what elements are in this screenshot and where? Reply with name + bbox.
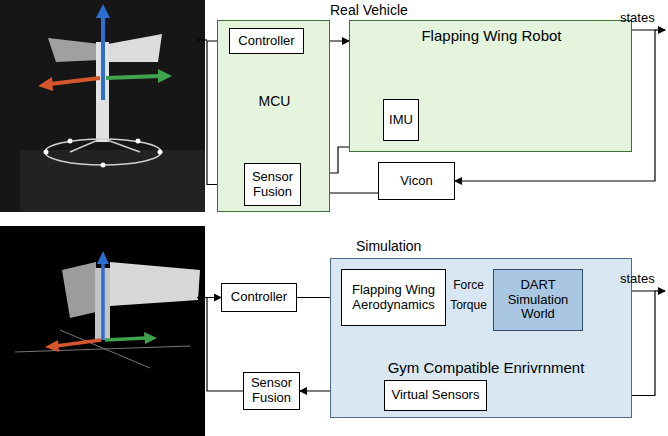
box-label: Flapping Wing Robot <box>350 27 633 44</box>
ground-line <box>15 346 190 352</box>
signal-label: Force <box>445 279 492 293</box>
wing <box>108 34 162 62</box>
axis-head <box>144 332 157 344</box>
sim-render <box>0 226 205 436</box>
signal-label: states <box>620 11 655 26</box>
wing <box>48 38 100 62</box>
mcu-board: MCU ControllerSensor Fusion <box>217 20 330 212</box>
box-label: DART Simulation World <box>494 278 582 323</box>
process-box: Sensor Fusion <box>243 372 300 410</box>
sensor-box: Virtual Sensors <box>384 380 487 411</box>
axis-head <box>45 340 59 352</box>
signal-label: states <box>620 272 655 287</box>
box-label: Controller <box>231 290 287 305</box>
box-label: Gym Compatible Enrivrnment <box>335 359 637 376</box>
box-label: Sensor Fusion <box>245 170 300 200</box>
box-label: Controller <box>238 34 294 49</box>
axis-head <box>97 251 109 264</box>
axis-x <box>50 78 100 84</box>
box-label: Vicon <box>400 174 432 189</box>
axis-head <box>158 69 172 83</box>
sensor-box: Vicon <box>378 162 455 200</box>
process-box: Sensor Fusion <box>244 163 301 206</box>
output-wire <box>655 29 665 30</box>
marker-dot <box>101 163 106 168</box>
axis-z <box>101 16 105 100</box>
axis-head <box>96 4 110 18</box>
marker-dot <box>136 139 141 144</box>
box-label: IMU <box>389 113 413 128</box>
axis-y <box>105 338 146 340</box>
process-box: Flapping Wing Aerodynamics <box>341 269 446 326</box>
box-label: Sensor Fusion <box>247 376 296 406</box>
signal-label: Torque <box>445 299 492 313</box>
box-label: Flapping Wing Aerodynamics <box>342 283 445 313</box>
axis-y <box>106 76 160 78</box>
robot-block: Flapping Wing RobotIMU <box>349 20 632 152</box>
robot-leg <box>70 140 98 152</box>
output-wire <box>655 290 665 291</box>
sim-wing <box>110 262 200 306</box>
marker-dot <box>68 139 73 144</box>
axis-z <box>101 262 105 340</box>
sensor-box: IMU <box>383 99 419 141</box>
input-wire <box>197 39 207 40</box>
photo-ground <box>0 0 205 212</box>
marker-dot <box>158 150 163 155</box>
box-label: MCU <box>218 93 331 109</box>
process-box: Controller <box>221 283 297 312</box>
axis-x <box>56 340 101 346</box>
input-wire <box>197 297 207 298</box>
axis-head <box>38 77 53 91</box>
process-box: Controller <box>229 28 304 54</box>
sim-wing <box>62 262 96 318</box>
photo-floor <box>20 150 205 212</box>
photo-ground <box>0 226 205 436</box>
section-title: Simulation <box>356 238 421 254</box>
robot-photo <box>0 0 205 212</box>
box-label: Virtual Sensors <box>392 388 480 403</box>
robot-ring <box>45 139 161 165</box>
simulator-box: DART Simulation World <box>493 269 583 331</box>
marker-dot <box>44 150 49 155</box>
section-title: Real Vehicle <box>330 2 408 18</box>
